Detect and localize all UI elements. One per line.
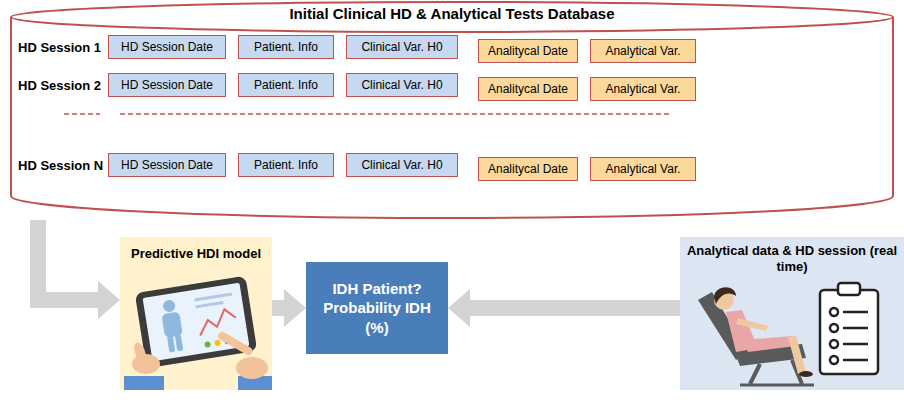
cylinder-outline bbox=[10, 0, 894, 220]
node-text: HD Session Date bbox=[121, 158, 213, 172]
separator-dashes bbox=[64, 113, 672, 115]
database-cylinder: Initial Clinical HD & Analytical Tests D… bbox=[10, 0, 894, 220]
field-box: HD Session Date bbox=[108, 35, 226, 59]
node-text: Clinical Var. H0 bbox=[361, 158, 442, 172]
flow-arrow bbox=[448, 289, 680, 327]
field-box: Analitycal Date bbox=[478, 39, 578, 63]
field-box: Analytical Var. bbox=[590, 157, 696, 181]
field-box: Patient. Info bbox=[238, 35, 334, 59]
field-box: HD Session Date bbox=[108, 153, 226, 177]
row-label: HD Session 2 bbox=[18, 78, 101, 93]
field-box: Analitycal Date bbox=[478, 77, 578, 101]
node-text: Patient. Info bbox=[254, 78, 318, 92]
tablet-illustration bbox=[124, 276, 272, 390]
row-label: HD Session N bbox=[18, 158, 103, 173]
node-text: Analitycal Date bbox=[488, 82, 568, 96]
node-text: Analytical data & HD session (real time) bbox=[686, 243, 898, 276]
row-label: HD Session 1 bbox=[18, 40, 101, 55]
field-box: Patient. Info bbox=[238, 73, 334, 97]
result-box: IDH Patient? Probability IDH (%) bbox=[306, 262, 448, 354]
clipboard-icon bbox=[820, 283, 878, 374]
field-box: Analytical Var. bbox=[590, 77, 696, 101]
field-box: Clinical Var. H0 bbox=[346, 153, 458, 177]
patient-chair-illustration bbox=[698, 287, 814, 385]
node-text: IDH Patient? Probability IDH (%) bbox=[314, 279, 440, 338]
node-text: HD Session Date bbox=[121, 78, 213, 92]
node-text: Analytical Var. bbox=[605, 162, 680, 176]
model-panel: Predictive HDI model bbox=[120, 237, 272, 390]
node-text: Patient. Info bbox=[254, 158, 318, 172]
node-text: Analitycal Date bbox=[488, 44, 568, 58]
node-text: Patient. Info bbox=[254, 40, 318, 54]
field-box: Patient. Info bbox=[238, 153, 334, 177]
input-panel: Analytical data & HD session (real time) bbox=[680, 237, 904, 390]
field-box: Clinical Var. H0 bbox=[346, 73, 458, 97]
node-text: Clinical Var. H0 bbox=[361, 78, 442, 92]
field-box: Analitycal Date bbox=[478, 157, 578, 181]
node-text: Analytical Var. bbox=[605, 82, 680, 96]
flow-arrow bbox=[272, 289, 306, 327]
field-box: Analytical Var. bbox=[590, 39, 696, 63]
flow-arrow bbox=[38, 220, 120, 319]
node-text: HD Session Date bbox=[121, 40, 213, 54]
row-label: HD Session 1 bbox=[18, 35, 101, 59]
node-text: Clinical Var. H0 bbox=[361, 40, 442, 54]
node-text: Analytical Var. bbox=[605, 44, 680, 58]
node-text: Initial Clinical HD & Analytical Tests D… bbox=[289, 5, 614, 22]
row-label: HD Session 2 bbox=[18, 73, 101, 97]
field-box: HD Session Date bbox=[108, 73, 226, 97]
node-text: Predictive HDI model bbox=[131, 246, 261, 261]
row-label: HD Session N bbox=[18, 153, 103, 177]
node-text: Analitycal Date bbox=[488, 162, 568, 176]
field-box: Clinical Var. H0 bbox=[346, 35, 458, 59]
